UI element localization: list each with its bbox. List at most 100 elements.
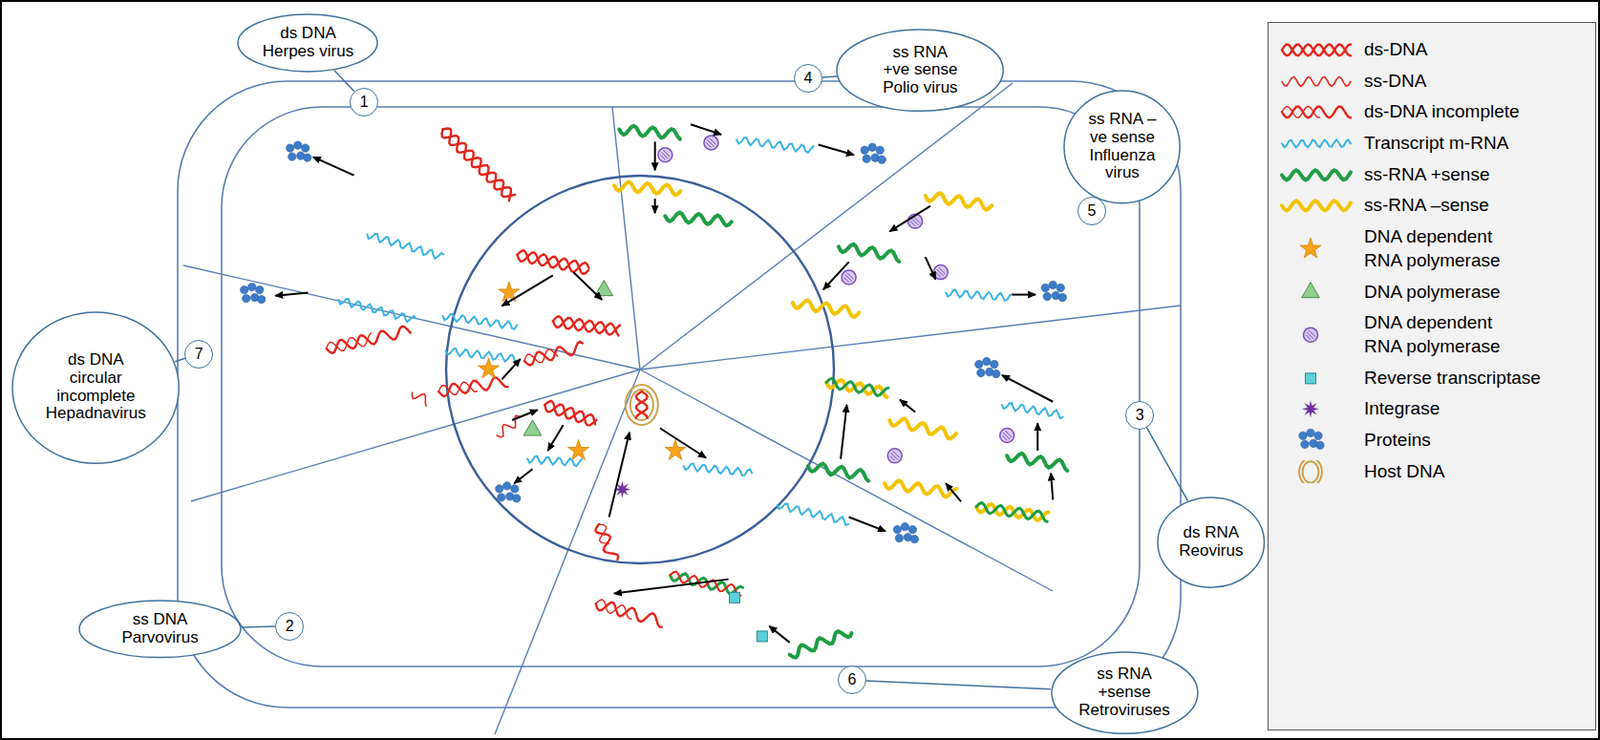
strand-ds (553, 316, 620, 336)
callout-number: 2 (275, 612, 304, 641)
strand-line (945, 290, 1013, 301)
strand-p (618, 126, 681, 140)
legend-text: Host DNA (1364, 460, 1584, 485)
legend-row: Proteins (1268, 428, 1596, 453)
strand-inc (326, 326, 411, 354)
strand-line (884, 480, 957, 497)
node-text: 1 (360, 94, 369, 110)
symbol-circ (704, 135, 719, 150)
callout-tail (1146, 427, 1188, 502)
legend-sample (1276, 69, 1357, 94)
strand-line (1281, 201, 1351, 212)
symbol-star (568, 439, 590, 460)
symbol-ast (1301, 401, 1320, 419)
strand-line (442, 314, 517, 330)
strand-m (339, 298, 417, 322)
sector-line (640, 83, 1013, 370)
symbol-dots (860, 143, 886, 164)
flow-arrow (660, 428, 706, 459)
legend-text: Integrase (1364, 397, 1584, 422)
legend-text: DNA dependent RNA polymerase (1364, 311, 1517, 359)
strand-m (736, 137, 814, 153)
strand-inc (524, 341, 583, 366)
strand-line (326, 326, 411, 354)
legend-row: Host DNA (1268, 460, 1596, 485)
strand-n (614, 181, 681, 195)
node-text: 4 (803, 70, 812, 86)
node-text: 7 (194, 346, 204, 363)
legend-text: ds-DNA (1364, 38, 1584, 63)
strand-m (1002, 403, 1064, 419)
strand-line (792, 299, 859, 318)
strand-line (544, 401, 596, 425)
strand-line (339, 298, 417, 322)
strand-line (777, 504, 849, 526)
node-text: ss RNA +ve sense Polio virus (880, 43, 960, 98)
strand-line (636, 391, 648, 419)
legend-sample (1276, 311, 1357, 359)
strand-line (889, 418, 957, 439)
node-text: ss DNA Parvovirus (117, 611, 204, 647)
strand-line (618, 126, 681, 140)
flow-arrow (1036, 423, 1039, 451)
inner-membrane (221, 106, 1140, 667)
sector-line (494, 369, 640, 735)
symbol-dots (286, 141, 312, 162)
flow-arrow (275, 292, 308, 296)
callout-tail (174, 358, 186, 362)
symbol-host (1299, 460, 1323, 485)
strand-m (442, 314, 517, 330)
strand-line (1002, 403, 1064, 419)
strand-line (438, 382, 477, 395)
symbol-sq (756, 631, 768, 642)
flow-arrow (501, 275, 553, 306)
node-text: 2 (285, 618, 295, 635)
legend-text: ss-DNA (1364, 69, 1584, 94)
callout-number: 6 (837, 665, 867, 695)
legend-row: ss-RNA +sense (1268, 163, 1596, 188)
legend-row: DNA dependent RNA polymerase (1268, 225, 1596, 273)
strand-line (598, 524, 609, 545)
node-text: ds DNA circular incomplete Hepadnavirus (42, 351, 149, 424)
strand-ss (411, 392, 427, 406)
strand-inc (595, 524, 619, 560)
flow-arrow (840, 405, 847, 460)
strand-p (838, 244, 899, 262)
strand-n (1281, 201, 1351, 212)
symbol-circ (1000, 428, 1015, 444)
strand-line (524, 349, 558, 363)
flow-arrow (573, 272, 602, 300)
strand-gy (826, 378, 889, 398)
flow-arrow (925, 256, 937, 280)
legend-sample (1276, 280, 1357, 305)
symbol-circ (841, 270, 856, 285)
symbol-tri (523, 420, 542, 436)
symbol-circ (933, 265, 948, 280)
strand-line (1281, 139, 1351, 148)
strand-line (438, 377, 508, 397)
flow-arrow (512, 409, 538, 421)
strand-ds (636, 391, 648, 419)
legend-text: Reverse transcriptase (1364, 366, 1584, 391)
strand-n (925, 192, 992, 210)
callout-bubble: ds DNA circular incomplete Hepadnavirus (11, 311, 180, 465)
symbol-circ (658, 148, 673, 163)
callout-bubble: ss RNA +ve sense Polio virus (835, 28, 1004, 112)
flow-arrow (313, 156, 355, 175)
strand-inc (1281, 106, 1351, 119)
strand-n (884, 480, 957, 497)
flow-arrow (609, 432, 630, 518)
flow-arrow (690, 124, 722, 135)
legend-row: Integrase (1268, 397, 1596, 422)
strand-line (1281, 44, 1351, 57)
strand-line (808, 464, 869, 482)
symbol-sq (728, 592, 740, 603)
callout-number: 3 (1125, 401, 1154, 430)
strand-line (442, 128, 511, 201)
strand-ds (516, 250, 589, 275)
symbol-dots (1299, 428, 1324, 449)
strand-n (889, 418, 957, 439)
flow-arrow (548, 425, 564, 451)
strand-line (1281, 76, 1351, 86)
legend-box: ds-DNAss-DNAds-DNA incompleteTranscript … (1267, 21, 1597, 731)
